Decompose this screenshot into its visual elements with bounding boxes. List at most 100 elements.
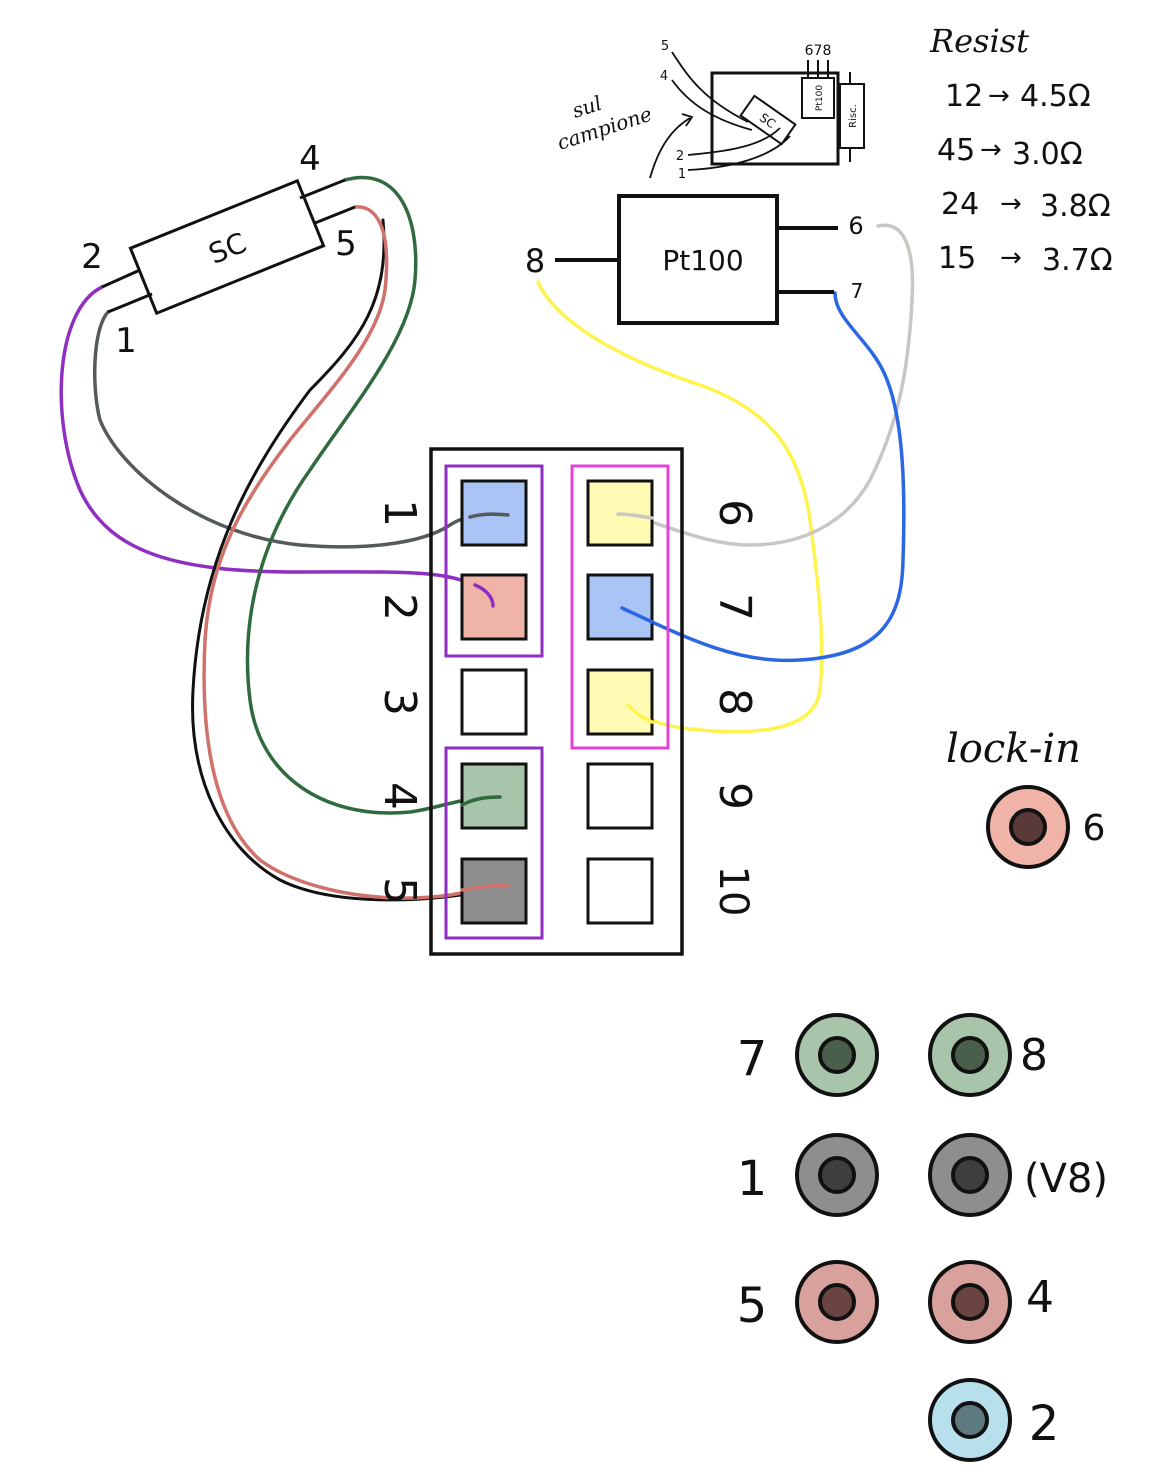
wire-green	[245, 175, 502, 815]
mini-arrow	[649, 113, 694, 179]
sc-pin-1: 1	[115, 321, 137, 361]
resistance-row: 24 → 3.8Ω	[941, 187, 1111, 224]
wire-red	[202, 205, 510, 900]
mini-left-pin-4: 4	[660, 69, 668, 84]
mini-left-pin-2: 2	[676, 149, 684, 164]
jack-7-inner	[818, 1036, 856, 1074]
mini-sc-box	[739, 94, 797, 146]
jack-label-8: 8	[1020, 1030, 1048, 1081]
wire-gray	[93, 310, 510, 549]
sc-body	[128, 178, 326, 316]
jack-label-4: 4	[1026, 1272, 1054, 1323]
wire-end-blue	[620, 606, 654, 624]
wire-end-red	[460, 884, 510, 892]
jack-1-inner	[818, 1156, 856, 1194]
mini-left-pin-1: 1	[678, 167, 686, 182]
jack-label-5: 5	[737, 1278, 768, 1334]
arrow-glyph: →	[1000, 189, 1022, 219]
arrow-glyph: →	[1000, 243, 1022, 273]
lockin-jack-inner	[1009, 808, 1047, 846]
connector-number-5: 5	[374, 877, 425, 905]
connector-number-4: 4	[374, 782, 425, 810]
group-frame-45	[444, 746, 544, 940]
pt100-pin-7: 7	[851, 279, 864, 303]
resistance-table: Resist 12 → 4.5Ω 45 → 3.0Ω 24 → 3.8Ω 15 …	[929, 22, 1113, 278]
pad-7	[586, 573, 654, 641]
mini-wire-5	[671, 51, 749, 123]
wire-end-green	[460, 795, 502, 807]
lockin-label: lock-in	[946, 726, 1081, 772]
connector-number-3: 3	[374, 688, 425, 716]
resistance-pair: 24	[941, 187, 979, 222]
lockin-section: lock-in 6	[946, 726, 1106, 869]
sc-lead-5	[314, 205, 356, 225]
sc-lead-2	[101, 268, 141, 289]
connector-block: 1 2 3 4 5 6 7 8 9 10	[374, 447, 760, 956]
pad-6	[586, 479, 654, 547]
jack-label-2: 2	[1029, 1396, 1060, 1452]
mini-sketch: Pt100 Risc. SC 678 5 4 2 1 sul campione	[554, 39, 865, 182]
sc-lead-1	[107, 292, 153, 314]
wire-end-purple	[473, 583, 495, 608]
arrow-glyph: →	[988, 81, 1010, 111]
sc-pin-2: 2	[81, 237, 103, 277]
connector-frame	[429, 447, 684, 956]
wire-lightgray	[616, 223, 915, 547]
mini-wire-1	[687, 135, 791, 171]
jack-label-1: 1	[737, 1151, 768, 1207]
mini-top-pins: 678	[805, 43, 832, 59]
wire-end-lightgray	[616, 512, 654, 520]
resistance-pair: 45	[937, 133, 975, 168]
jack-label-7: 7	[737, 1031, 768, 1087]
resistance-title: Resist	[929, 22, 1029, 60]
wires	[59, 175, 915, 902]
connector-number-7: 7	[709, 593, 760, 621]
wire-end-gray	[468, 512, 510, 519]
mini-risc-label: Risc.	[848, 104, 859, 128]
jack-8-inner	[951, 1036, 989, 1074]
mini-left-pin-5: 5	[661, 39, 669, 54]
jack-4-inner	[951, 1283, 989, 1321]
jack-panel: 7 1 5 8 (V8) 4 2	[737, 1013, 1108, 1462]
wire-purple	[59, 285, 495, 608]
pt100-component: Pt100 8 6 7	[525, 194, 864, 325]
resistance-value: 3.8Ω	[1040, 189, 1111, 224]
resistance-pair: 12	[945, 79, 983, 114]
wire-blue	[620, 291, 906, 663]
sc-lead-4	[299, 178, 346, 200]
pt100-pin-8: 8	[525, 242, 545, 280]
resistance-value: 4.5Ω	[1020, 79, 1091, 114]
jack-2-inner	[951, 1401, 989, 1439]
pad-8	[586, 668, 654, 736]
resistance-row: 15 → 3.7Ω	[938, 241, 1113, 278]
mini-note-line2: campione	[554, 102, 655, 155]
pad-10	[586, 857, 654, 925]
jack-label-v8: (V8)	[1024, 1156, 1108, 1202]
sc-pin-5: 5	[335, 224, 357, 264]
sc-pin-4: 4	[299, 139, 321, 179]
mini-wire-2	[687, 127, 781, 156]
pt100-pin-6: 6	[848, 212, 863, 240]
arrow-glyph: →	[980, 135, 1002, 165]
jack-v8-inner	[951, 1156, 989, 1194]
resistance-value: 3.0Ω	[1012, 137, 1083, 172]
connector-number-8: 8	[709, 688, 760, 716]
resistance-pair: 15	[938, 241, 976, 276]
wire-end-yellow	[626, 703, 654, 724]
mini-wire-4	[671, 79, 753, 131]
pad-9	[586, 762, 654, 830]
connector-number-2: 2	[374, 593, 425, 621]
connector-number-1: 1	[374, 499, 425, 527]
mini-pt-box	[801, 77, 835, 119]
mini-pt-label: Pt100	[815, 85, 825, 111]
jack-5-inner	[818, 1283, 856, 1321]
group-frame-678	[570, 464, 670, 750]
resistance-value: 3.7Ω	[1042, 243, 1113, 278]
connector-number-9: 9	[709, 782, 760, 810]
group-frame-12	[444, 464, 544, 658]
lockin-jack-number: 6	[1083, 808, 1106, 849]
wire-yellow	[536, 280, 824, 734]
wire-black	[191, 218, 502, 902]
mini-outer-box	[710, 71, 840, 166]
